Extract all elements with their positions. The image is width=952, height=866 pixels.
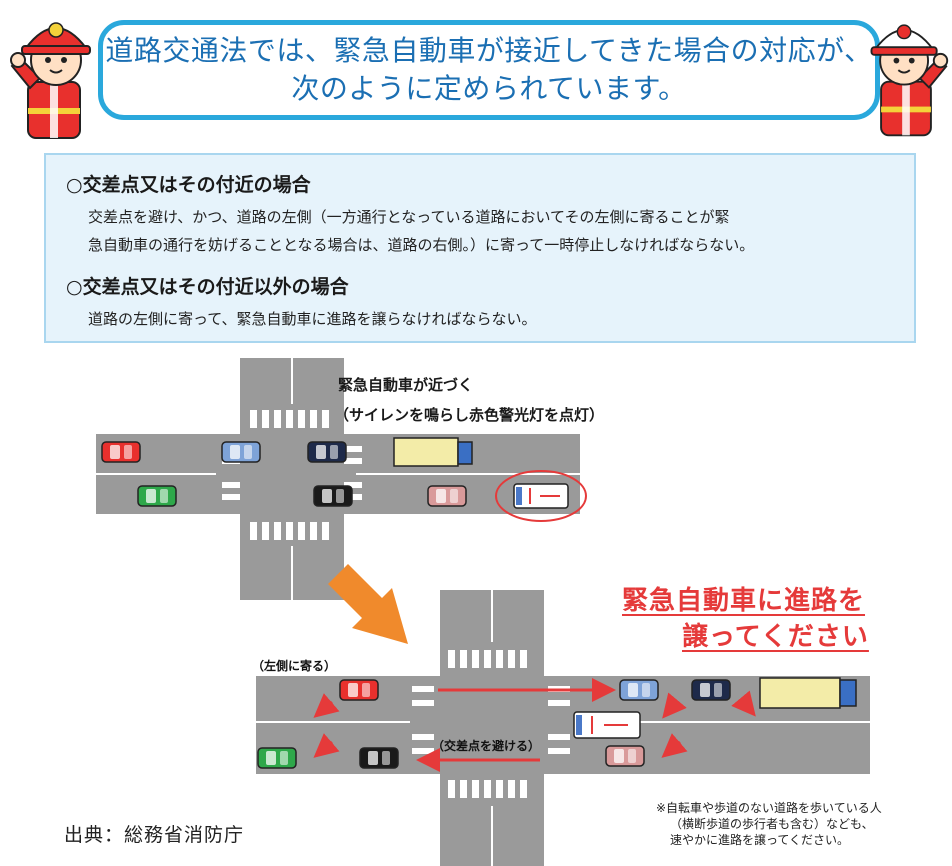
truck-top xyxy=(393,437,459,467)
firefighter-mascot-right xyxy=(870,24,949,137)
rule-2-body-line-1: 道路の左側に寄って、緊急自動車に進路を譲らなければならない。 xyxy=(88,310,537,328)
rule-1-body-line-1: 交差点を避け、かつ、道路の左側（一方通行となっている道路においてその左側に寄るこ… xyxy=(88,208,730,226)
rule-1-heading: ○交差点又はその付近の場合 xyxy=(66,174,311,196)
car-pink-bottom xyxy=(605,745,645,767)
car-red-top xyxy=(101,441,141,463)
yield-title-line-2: 譲ってください xyxy=(682,622,869,652)
rule-1-body-line-2: 急自動車の通行を妨げることとなる場合は、道路の右側。）に寄って一時停止しなければ… xyxy=(88,236,755,254)
car-red-bottom xyxy=(339,679,379,701)
truck-bottom xyxy=(759,677,841,709)
arrow-pull-over-3 xyxy=(662,692,687,719)
header-banner xyxy=(98,20,880,120)
car-black-bottom xyxy=(359,747,399,769)
arrow-pull-over-2 xyxy=(313,733,340,758)
yield-title-line-1: 緊急自動車に進路を xyxy=(622,586,866,616)
note-line-3: 速やかに進路を譲ってください。 xyxy=(670,833,850,847)
approach-caption-line-2: （サイレンを鳴らし赤色警光灯を点灯） xyxy=(334,406,605,424)
firefighter-mascot-left xyxy=(10,22,91,139)
header-line-2: 次のように定められています。 xyxy=(291,72,687,105)
arrow-pull-over-4 xyxy=(731,690,756,717)
rules-box xyxy=(44,153,916,343)
label-avoid-intersection: （交差点を避ける） xyxy=(432,739,541,753)
approach-caption-line-1: 緊急自動車が近づく xyxy=(338,376,474,394)
label-pull-left: （左側に寄る） xyxy=(252,659,337,673)
rule-2-heading: ○交差点又はその付近以外の場合 xyxy=(66,276,349,298)
car-green-top xyxy=(137,485,177,507)
car-black-top xyxy=(313,485,353,507)
top-intersection xyxy=(96,358,587,600)
note-line-2: （横断歩道の歩行者も含む）なども、 xyxy=(670,817,874,831)
orange-arrow xyxy=(328,564,408,644)
car-green-bottom xyxy=(257,747,297,769)
car-blue-bottom xyxy=(619,679,659,701)
header-line-1: 道路交通法では、緊急自動車が接近してきた場合の対応が、 xyxy=(105,34,873,67)
header-text: 道路交通法では、緊急自動車が接近してきた場合の対応が、 次のように定められていま… xyxy=(98,20,880,120)
arrow-pull-over-1 xyxy=(313,693,340,718)
car-blue-top xyxy=(221,441,261,463)
bottom-intersection xyxy=(256,590,870,866)
pedestrian-note: ※自転車や歩道のない道路を歩いている人 （横断歩道の歩行者も含む）なども、 速や… xyxy=(656,800,882,848)
car-navy-top xyxy=(307,441,347,463)
source-credit: 出典：総務省消防庁 xyxy=(64,824,245,846)
note-line-1: ※自転車や歩道のない道路を歩いている人 xyxy=(656,801,882,815)
arrow-pull-over-5 xyxy=(661,733,688,758)
car-navy-bottom xyxy=(691,679,731,701)
road-diagrams xyxy=(96,358,870,866)
car-pink-top xyxy=(427,485,467,507)
ambulance-highlight-ring xyxy=(495,470,587,522)
